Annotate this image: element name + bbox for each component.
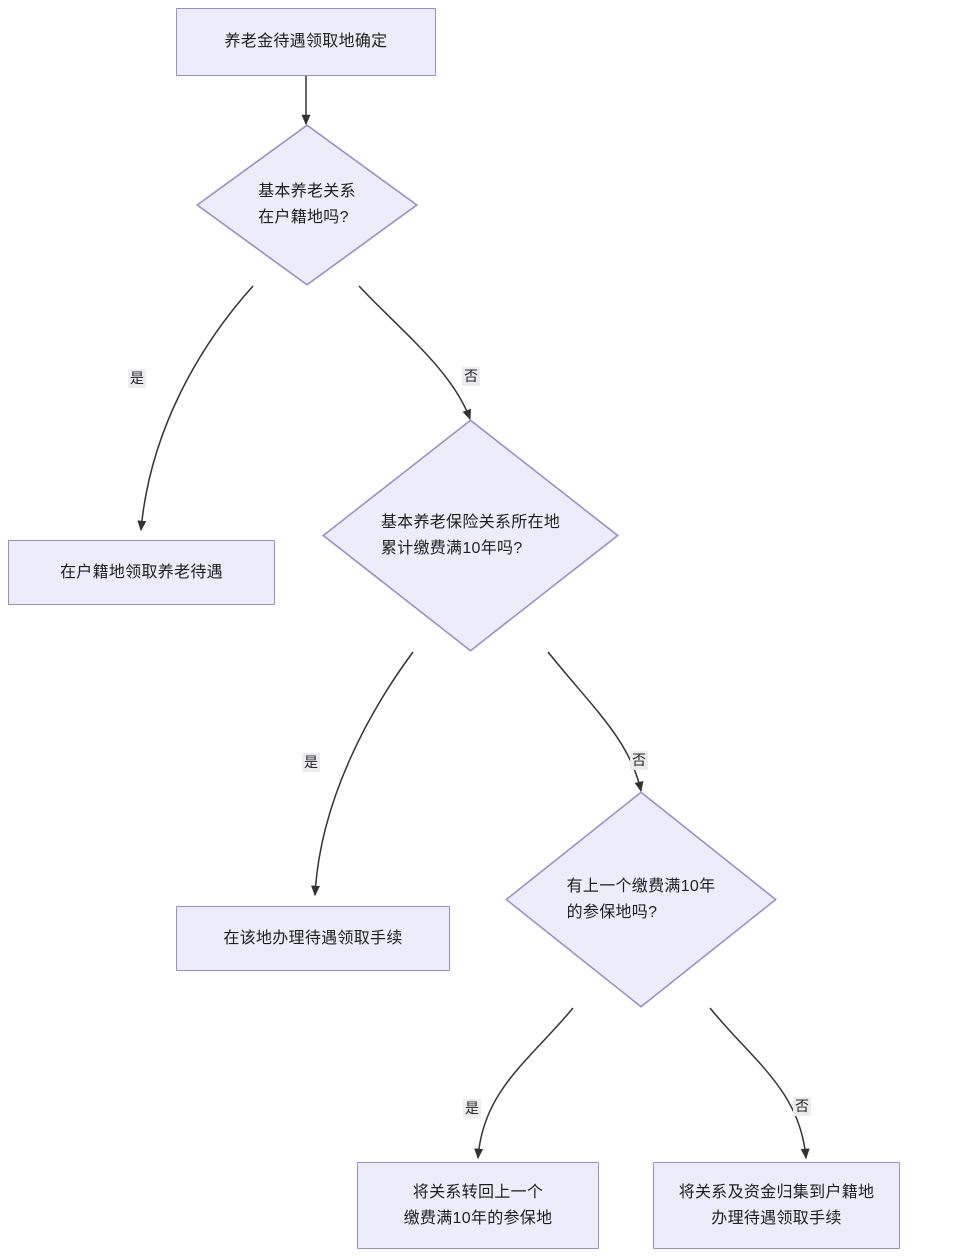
node-result-transfer-back[interactable]: 将关系转回上一个 缴费满10年的参保地 bbox=[357, 1162, 599, 1249]
edge-d2-to-r2-yes bbox=[310, 651, 414, 897]
edge-d1-to-d2-no bbox=[358, 285, 472, 421]
node-result-consolidate-hukou[interactable]: 将关系及资金归集到户籍地 办理待遇领取手续 bbox=[653, 1162, 900, 1249]
node-result-transfer-back-label: 将关系转回上一个 缴费满10年的参保地 bbox=[403, 1183, 553, 1227]
node-decision-hukou[interactable]: 基本养老关系 在户籍地吗? bbox=[196, 124, 418, 286]
edge-d1-to-r1-yes bbox=[137, 285, 254, 532]
node-decision-previous-place[interactable]: 有上一个缴费满10年 的参保地吗? bbox=[505, 791, 777, 1008]
node-result-local-procedure[interactable]: 在该地办理待遇领取手续 bbox=[176, 906, 450, 971]
edge-d2-to-d3-no bbox=[547, 651, 644, 793]
node-result-consolidate-hukou-label: 将关系及资金归集到户籍地 办理待遇领取手续 bbox=[678, 1183, 875, 1227]
diamond-shape bbox=[505, 791, 777, 1008]
node-start-label: 养老金待遇领取地确定 bbox=[224, 33, 388, 51]
node-result-hukou-pension[interactable]: 在户籍地领取养老待遇 bbox=[8, 540, 275, 605]
node-decision-10years[interactable]: 基本养老保险关系所在地 累计缴费满10年吗? bbox=[322, 419, 619, 652]
diamond-shape bbox=[322, 419, 619, 652]
edge-label-d1-yes: 是 bbox=[128, 369, 146, 388]
edge-label-d3-yes: 是 bbox=[463, 1099, 481, 1118]
node-start[interactable]: 养老金待遇领取地确定 bbox=[176, 8, 436, 76]
diamond-shape bbox=[196, 124, 418, 286]
edge-label-d3-no: 否 bbox=[793, 1097, 811, 1116]
edge-label-d2-yes: 是 bbox=[302, 753, 320, 772]
node-result-hukou-pension-label: 在户籍地领取养老待遇 bbox=[59, 563, 223, 581]
edge-label-d2-no: 否 bbox=[630, 751, 648, 770]
edge-label-d1-no: 否 bbox=[462, 367, 480, 386]
edge-d3-to-r3-yes bbox=[474, 1007, 574, 1160]
edge-d3-to-r4-no bbox=[709, 1007, 810, 1160]
node-result-local-procedure-label: 在该地办理待遇领取手续 bbox=[223, 929, 403, 947]
